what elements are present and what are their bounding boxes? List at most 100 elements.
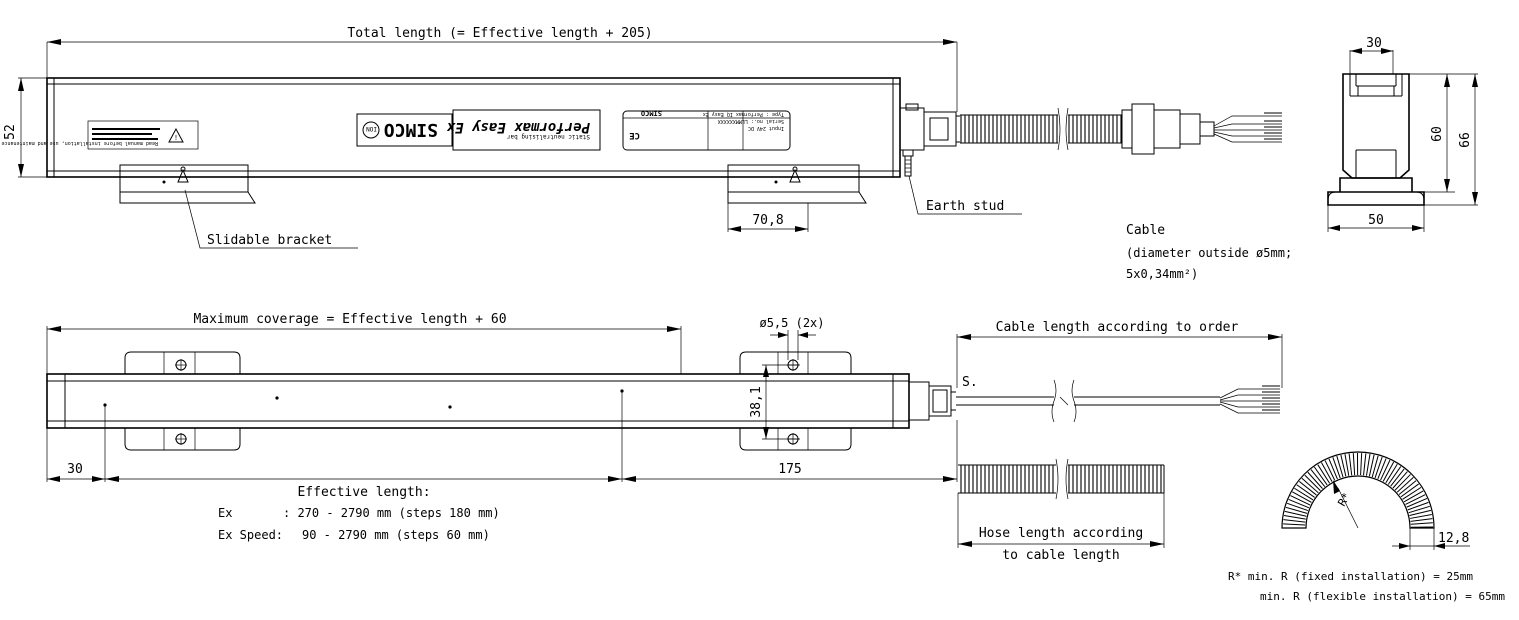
- ion-badge-icon: [362, 121, 380, 139]
- hose-rib: [1301, 477, 1319, 494]
- type-plate-brand: SIMCO: [641, 109, 662, 117]
- hose-rib: [1307, 471, 1323, 489]
- hose-rib: [1368, 454, 1375, 477]
- hose-rib: [1285, 506, 1308, 514]
- hose-rib: [1328, 458, 1338, 480]
- exspeed-label: Ex Speed:: [218, 528, 283, 542]
- hose-rib: [1408, 505, 1430, 514]
- cable-wires: [1213, 112, 1282, 143]
- hose-rib: [1292, 491, 1312, 503]
- hole-diameter-label: ø5,5 (2x): [759, 316, 824, 330]
- end-view: 30 60 66 50: [1327, 36, 1478, 232]
- bracket-plan-left: [124, 351, 241, 451]
- s-label: S.: [962, 375, 978, 390]
- hose-rib: [1394, 474, 1411, 491]
- rmin-flexible-label: min. R (flexible installation) = 65mm: [1260, 590, 1505, 603]
- hose-rib: [1336, 455, 1344, 478]
- earth-stud-leader: [908, 175, 1022, 215]
- hose-rib: [1410, 522, 1433, 525]
- hose-rib: [1360, 453, 1363, 476]
- bottom-view: Maximum coverage = Effective length + 60: [46, 312, 1505, 603]
- cable-connector: [899, 103, 960, 151]
- hose-rib: [1304, 474, 1321, 492]
- arrow-381-top: [763, 365, 769, 377]
- earth-stud: [902, 149, 914, 177]
- end-bracket-fillets: [1327, 191, 1425, 201]
- slidable-bracket-left: [119, 164, 256, 204]
- hose-length-line1: Hose length according: [979, 526, 1143, 541]
- product-subtitle: Static neutralising bar: [507, 133, 590, 140]
- hose-rib: [1398, 480, 1417, 495]
- connector-plan: [908, 381, 956, 421]
- end-height-60-label: 60: [1430, 126, 1445, 142]
- arrow-52-top: [18, 78, 24, 91]
- cable-spec-2: 5x0,34mm²): [1126, 267, 1198, 281]
- hose-rib: [1396, 477, 1414, 493]
- arrow-708-left: [728, 226, 741, 232]
- radius-arrow: [1333, 480, 1340, 494]
- arrow-cable-right: [1268, 334, 1282, 340]
- warning-triangle-icon: [168, 127, 184, 143]
- arrow-eff-right: [608, 476, 622, 482]
- arrow-eff-left: [105, 476, 119, 482]
- hose-rib: [1407, 501, 1429, 511]
- cable-length-label: Cable length according to order: [996, 320, 1239, 335]
- ion-badge-text: ION: [366, 125, 377, 132]
- effective-length-title: Effective length:: [297, 485, 430, 500]
- arrow-50-left: [1328, 225, 1340, 231]
- hose-rib: [1405, 494, 1426, 505]
- hose-rib: [1365, 453, 1371, 476]
- slidable-bracket-right: [727, 164, 867, 204]
- arrow-128-left: [1399, 543, 1410, 549]
- bracket-clip-icon: [789, 168, 801, 183]
- dim-175-label: 175: [778, 462, 801, 477]
- arrow-hose-right: [1150, 541, 1164, 547]
- hose-rib: [1298, 481, 1317, 496]
- hose-rib: [1352, 453, 1356, 476]
- hose-rib: [1290, 495, 1311, 506]
- arrow-hole-left: [778, 332, 788, 338]
- arrow-hole-right: [798, 332, 808, 338]
- hose-rib: [1380, 459, 1391, 481]
- arrow-30-left: [1350, 48, 1362, 54]
- hose-length-line2: to cable length: [1002, 548, 1119, 563]
- hose-rib: [1390, 468, 1405, 487]
- warning-label: ! Read manual before installation, use a…: [1, 120, 199, 150]
- arrow-60-bottom: [1444, 179, 1450, 192]
- cable-plan: [956, 379, 1280, 423]
- arrow-right: [943, 39, 957, 45]
- hose-rib: [1317, 464, 1331, 484]
- type-plate-type: Type : Performax IQ Easy Ex: [703, 111, 784, 117]
- end-height-66-label: 66: [1458, 132, 1473, 148]
- total-length-label: Total length (= Effective length + 205): [347, 26, 652, 41]
- bar-body-plan: [46, 373, 910, 429]
- arrow-128-right: [1434, 543, 1445, 549]
- hose-rib: [1310, 469, 1326, 488]
- hose-rib: [1377, 458, 1387, 480]
- corrugated-hose-top: [960, 107, 1122, 151]
- hose-rib: [1387, 466, 1402, 485]
- arrow-hose-left: [958, 541, 972, 547]
- bracket-clip-icon: [177, 168, 189, 183]
- hose-rib: [1294, 487, 1314, 501]
- hose-rib: [1344, 454, 1350, 476]
- arrow-cable-left: [957, 334, 971, 340]
- slidable-bracket-label: Slidable bracket: [207, 233, 332, 248]
- arrow-52-bottom: [18, 164, 24, 177]
- max-coverage-label: Maximum coverage = Effective length + 60: [193, 312, 506, 327]
- end-profile-top-details: [1349, 74, 1403, 97]
- emitter-point: [448, 405, 452, 409]
- hose-rib: [1385, 463, 1398, 484]
- arrow-30b-left: [47, 476, 60, 482]
- hose-rib: [1324, 460, 1336, 481]
- hose-rib: [1363, 453, 1367, 476]
- arrow-left: [47, 39, 61, 45]
- hose-rib: [1392, 471, 1408, 489]
- hose-rib: [1340, 454, 1347, 477]
- height-52-label: 52: [3, 124, 18, 140]
- hose-rib: [1284, 510, 1307, 517]
- bracket-width-label: 70,8: [752, 213, 783, 228]
- dim-38-1-label: 38,1: [749, 386, 764, 417]
- svg-text:!: !: [174, 134, 178, 142]
- hose-rib: [1402, 486, 1422, 500]
